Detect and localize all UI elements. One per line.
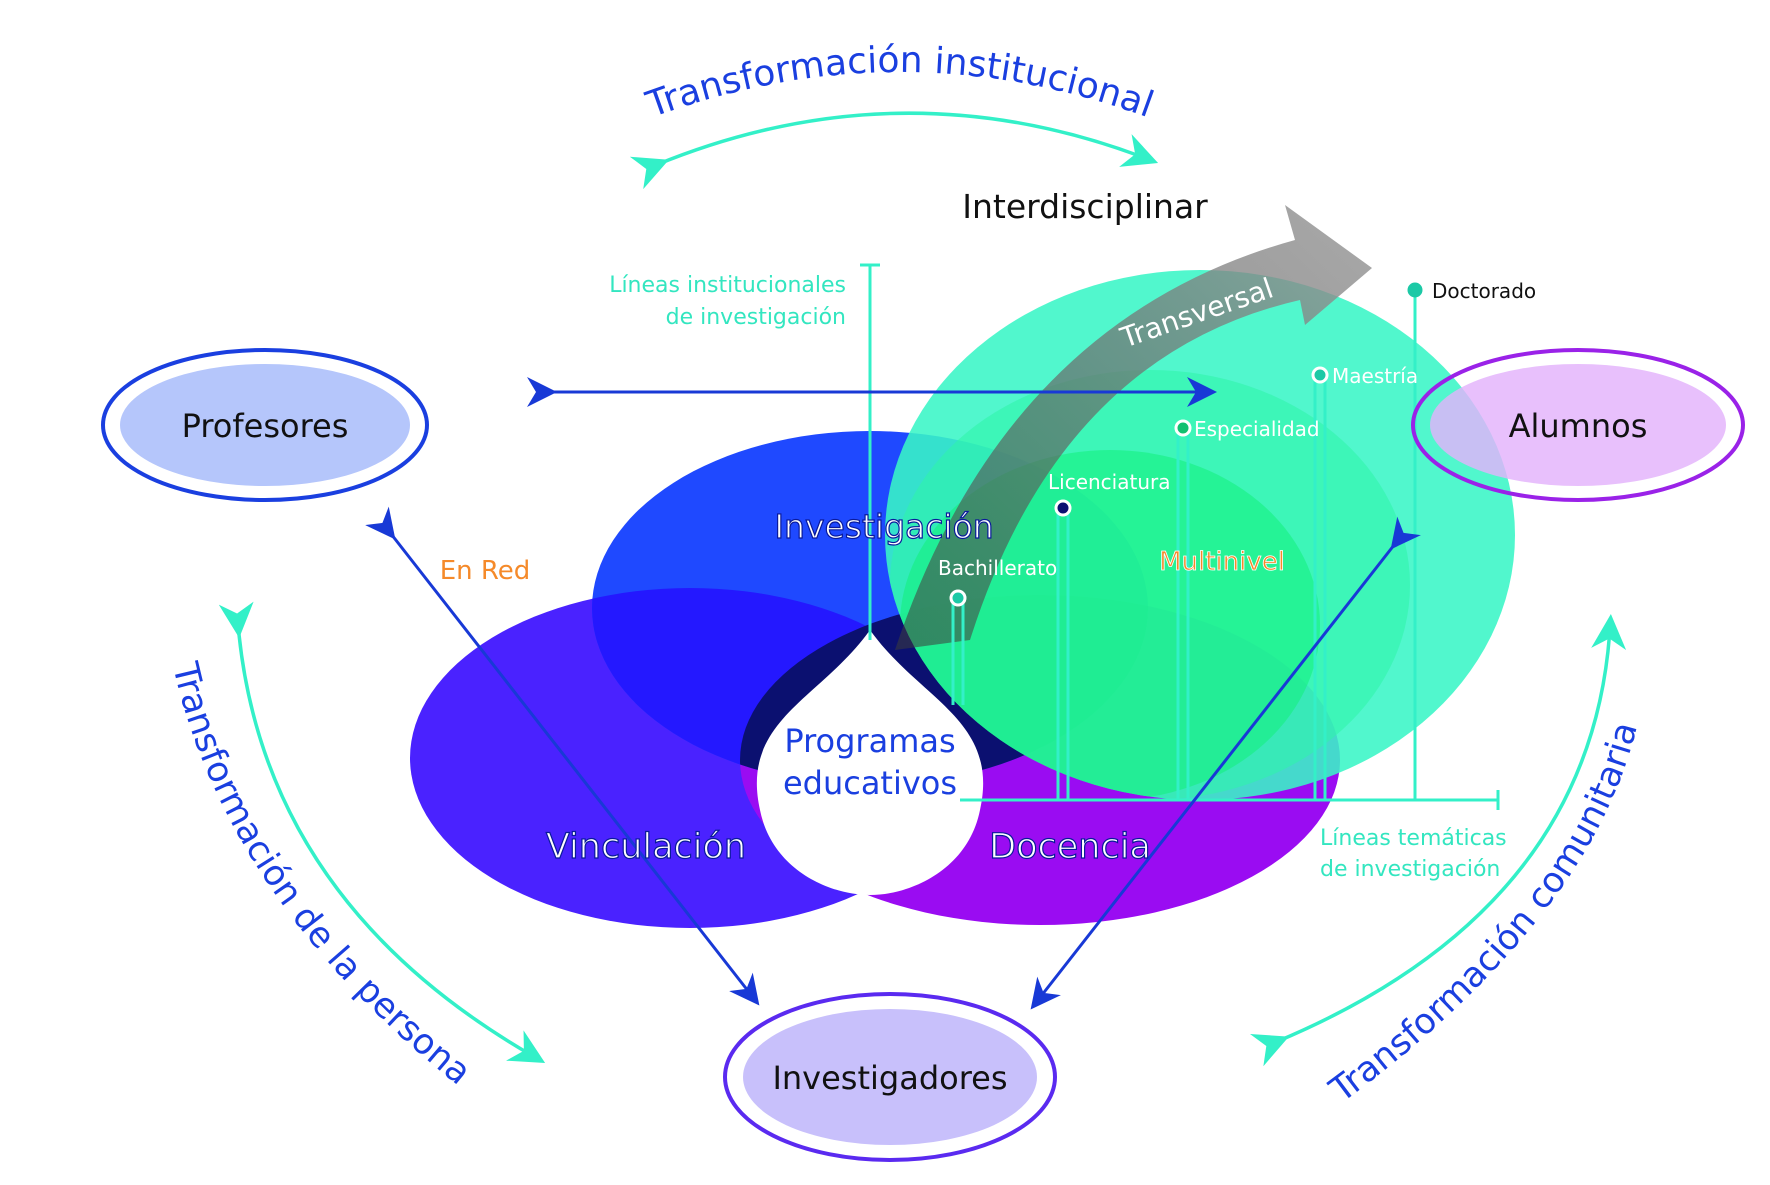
programas-educativos-shape [756, 630, 984, 895]
horizontal-axis-label-line2: de investigación [1320, 857, 1500, 882]
profesores-label: Profesores [182, 407, 349, 445]
level-maestria: Maestría [1332, 364, 1418, 388]
vertical-axis [860, 263, 880, 640]
alumnos-label: Alumnos [1509, 407, 1648, 445]
alumnos-investigadores-arrow [1030, 516, 1421, 1010]
profesores-node [101, 348, 429, 502]
investigadores-node [723, 992, 1057, 1162]
level-bachillerato: Bachillerato [938, 556, 1057, 580]
interdisciplinar-label: Interdisciplinar [962, 187, 1208, 226]
level-doctorado: Doctorado [1432, 279, 1536, 303]
programas-label-line1: Programas [784, 722, 955, 760]
level-licenciatura: Licenciatura [1048, 470, 1170, 494]
en-red-label: En Red [440, 556, 531, 586]
alumnos-node [1411, 348, 1745, 502]
transversal-arrow [895, 205, 1372, 650]
vertical-axis-label-line2: de investigación [666, 305, 846, 330]
profesores-investigadores-arrow [365, 506, 760, 1006]
docencia-label: Docencia [989, 827, 1151, 867]
top-transformation-arc [629, 111, 1159, 190]
level-dots [949, 282, 1423, 607]
vinculacion-label: Vinculación [546, 827, 746, 867]
level-especialidad: Especialidad [1194, 417, 1320, 441]
vertical-axis-label-line1: Líneas institucionales [609, 273, 846, 298]
horizontal-axis-label-line1: Líneas temáticas [1320, 826, 1507, 851]
investigacion-label: Investigación [774, 507, 993, 546]
arc-label-right: Transformación comunitaria [1322, 718, 1646, 1111]
multinivel-label: Multinivel [1159, 547, 1285, 577]
investigadores-label: Investigadores [772, 1059, 1007, 1097]
left-transformation-arc [218, 601, 546, 1063]
programas-label-line2: educativos [783, 764, 957, 802]
